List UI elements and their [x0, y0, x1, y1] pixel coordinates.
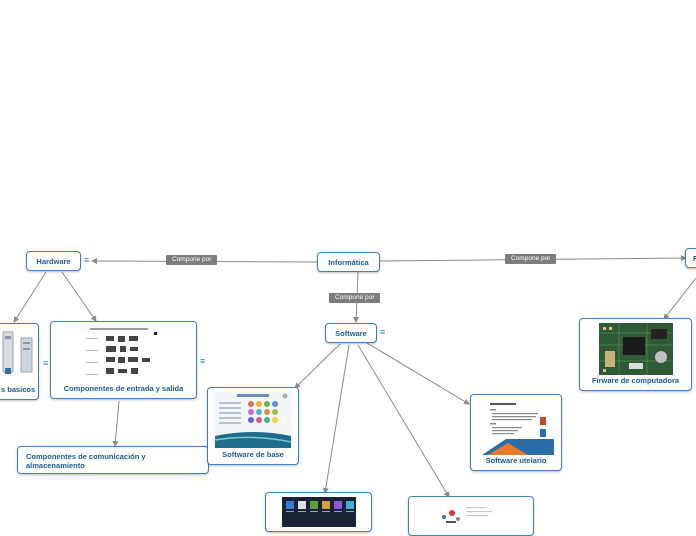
devices-diagram-image: [83, 326, 164, 384]
menu-icon[interactable]: ≡: [380, 327, 386, 337]
topic-componentes-basicos[interactable]: s basicos: [0, 323, 39, 400]
software-base-image: [215, 392, 291, 448]
topic-label: Hardware: [36, 256, 71, 266]
topic-software-partial[interactable]: [408, 496, 534, 536]
topic-componentes-entrada-salida[interactable]: Componentes de entrada y salida: [50, 321, 197, 399]
topic-componentes-comunicacion[interactable]: Componentes de comunicación y almacenami…: [17, 446, 209, 474]
topic-software-de-base[interactable]: Software de base: [207, 387, 299, 465]
topic-label: Software: [335, 328, 367, 338]
circuit-board-image: [598, 323, 673, 375]
link-label-compone-por[interactable]: Compone por: [166, 255, 218, 265]
link-entrada-comunicacion: [112, 400, 120, 447]
link-software-base: [294, 343, 341, 389]
mind-map-canvas: Compone por Compone por Compone por Info…: [0, 248, 696, 536]
topic-software[interactable]: Software: [325, 323, 377, 343]
menu-icon[interactable]: ≡: [200, 356, 206, 366]
software-utilitario-image: [478, 399, 554, 455]
topic-hardware[interactable]: Hardware: [26, 251, 81, 271]
link-hardware-basicos: [13, 271, 47, 323]
topic-software-partial[interactable]: [265, 492, 372, 532]
topic-label: Firware de computadora: [591, 376, 680, 385]
link-label-compone-por[interactable]: Compone por: [329, 293, 381, 303]
app-icons-image: [281, 497, 356, 527]
topic-label: Software utelario: [485, 456, 547, 465]
link-label-compone-por[interactable]: Compone por: [505, 254, 557, 264]
software-chart-image: [426, 503, 516, 529]
connector-lines: [13, 255, 696, 498]
link-f-firmware: [663, 277, 696, 320]
topic-label: Informática: [328, 257, 369, 267]
link-software-bottom2: [357, 344, 450, 498]
pc-tower-image: [1, 328, 35, 378]
link-software-bottom1: [322, 344, 350, 494]
link-hardware-entrada: [61, 271, 97, 322]
topic-label: Componentes de comunicación y almacenami…: [26, 452, 146, 470]
link-software-utilitario: [366, 342, 470, 405]
topic-label: Software de base: [222, 450, 284, 459]
topic-informatica[interactable]: Informática: [317, 252, 380, 272]
menu-icon[interactable]: ≡: [84, 255, 90, 265]
topic-firmware-root[interactable]: F: [685, 248, 696, 268]
topic-label: Componentes de entrada y salida: [63, 384, 184, 393]
topic-label: s basicos: [1, 385, 36, 394]
topic-software-utilitario[interactable]: Software utelario: [470, 394, 562, 471]
topic-firmware-computadora[interactable]: Firware de computadora: [579, 318, 692, 391]
topic-label: F: [693, 253, 696, 263]
menu-icon[interactable]: ≡: [43, 358, 49, 368]
